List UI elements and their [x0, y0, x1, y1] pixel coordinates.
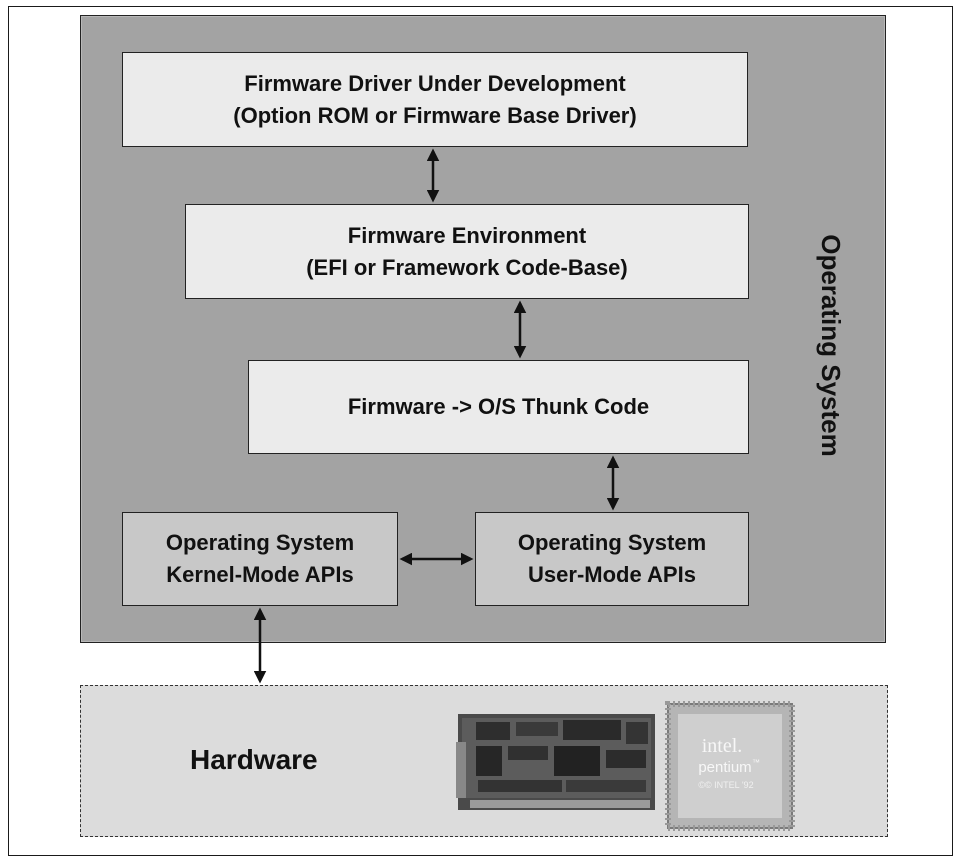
firmware-environment-line1: Firmware Environment — [347, 222, 587, 248]
firmware-environment-box: Firmware Environment (EFI or Framework C… — [185, 204, 749, 299]
thunk-code-box: Firmware -> O/S Thunk Code — [248, 360, 749, 454]
hardware-label: Hardware — [190, 744, 318, 775]
kernel-mode-apis-line2: Kernel-Mode APIs — [166, 562, 354, 587]
firmware-driver-line2: (Option ROM or Firmware Base Driver) — [233, 102, 637, 128]
chip-copyright-text: ©© INTEL '92 — [698, 780, 753, 790]
expansion-card-image — [456, 714, 655, 810]
user-mode-apis-line2: User-Mode APIs — [528, 562, 696, 587]
chip-model-text: pentium — [698, 759, 751, 776]
kernel-mode-apis-line1: Operating System — [165, 530, 355, 555]
chip-trademark-text: ™ — [752, 758, 760, 767]
chip-brand-text: intel. — [702, 735, 743, 757]
user-mode-apis-box: Operating System User-Mode APIs — [475, 512, 749, 606]
kernel-mode-apis-box: Operating System Kernel-Mode APIs — [122, 512, 398, 606]
firmware-environment-line2: (EFI or Framework Code-Base) — [306, 254, 628, 280]
pentium-chip-image: intel. pentium ™ ©© INTEL '92 — [665, 701, 795, 831]
firmware-driver-line1: Firmware Driver Under Development — [244, 70, 626, 96]
thunk-code-line1: Firmware -> O/S Thunk Code — [347, 394, 650, 419]
user-mode-apis-line1: Operating System — [517, 530, 707, 555]
firmware-driver-box: Firmware Driver Under Development (Optio… — [122, 52, 748, 147]
